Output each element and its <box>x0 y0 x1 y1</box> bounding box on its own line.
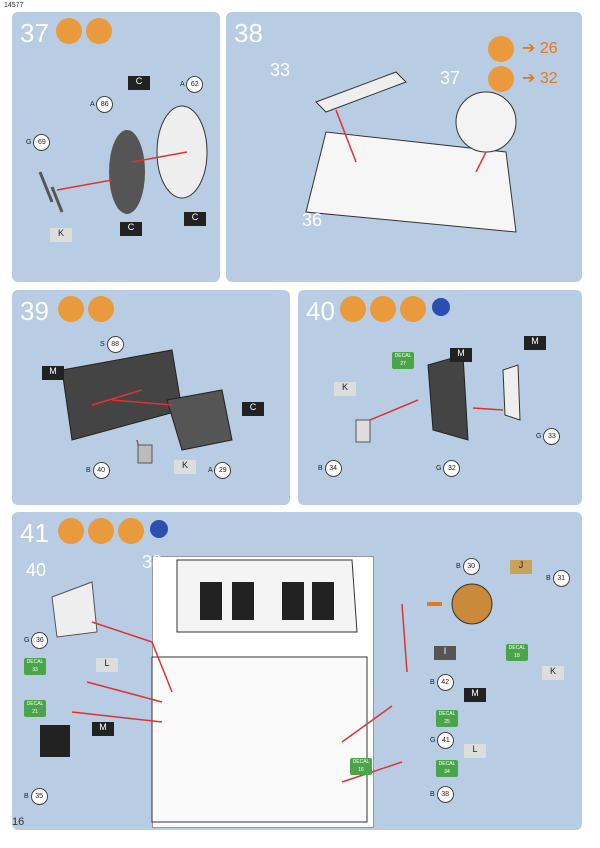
step-41-panel: 41 40 38 G 36 B 35 B 30 B 31 B 42 G 41 B… <box>12 512 582 830</box>
flag-m-2: M <box>524 336 546 350</box>
label-40: 40 <box>26 560 47 580</box>
brush-icon <box>88 296 114 322</box>
flag-c-3: C <box>184 212 206 226</box>
step-39-number: 39 <box>20 296 49 326</box>
step-37-drawing <box>38 105 208 214</box>
part-g36: G 36 <box>24 632 49 649</box>
part-a86: A 86 <box>90 96 114 113</box>
ref-icon-2 <box>488 66 514 92</box>
flag-j: J <box>510 560 532 574</box>
step-41-drawing <box>40 559 493 823</box>
step-37-number: 37 <box>20 18 49 48</box>
step-40-drawing <box>355 354 521 443</box>
label-37: 37 <box>440 68 461 88</box>
cut-icon <box>56 18 82 44</box>
glue-icon <box>432 298 450 316</box>
step-37-panel: 37 A 86 A 62 G 69 C C C K <box>12 12 220 282</box>
part-g41: G 41 <box>430 732 455 749</box>
flag-k: K <box>542 666 564 680</box>
flag-m-1: M <box>92 722 114 736</box>
step-39-panel: 39 S 88 B 40 A 29 M C K <box>12 290 290 505</box>
flag-k: K <box>174 460 196 474</box>
flag-m: M <box>42 366 64 380</box>
flag-c-2: C <box>120 222 142 236</box>
label-36: 36 <box>302 210 323 230</box>
label-33: 33 <box>270 60 291 80</box>
part-b40: B 40 <box>86 462 110 479</box>
part-b38: B 38 <box>430 786 454 803</box>
part-g33: G 33 <box>536 428 561 445</box>
part-b35: B 35 <box>24 788 48 805</box>
part-g32: G 32 <box>436 460 461 477</box>
step-38-drawing <box>305 71 517 233</box>
paint-icon <box>400 296 426 322</box>
brush-icon <box>370 296 396 322</box>
ref-icon-1 <box>488 36 514 62</box>
part-b34: B 34 <box>318 460 342 477</box>
step-39-drawing <box>61 349 233 464</box>
part-b31: B 31 <box>546 570 570 587</box>
part-a29: A 29 <box>208 462 232 479</box>
flag-l-1: L <box>96 658 118 672</box>
flag-k: K <box>334 382 356 396</box>
flag-m-2: M <box>464 688 486 702</box>
flag-l-2: L <box>464 744 486 758</box>
step-40-number: 40 <box>306 296 335 326</box>
ref-26: ➔ 26 <box>522 40 558 57</box>
step-41-number: 41 <box>20 518 49 548</box>
ref-32: ➔ 32 <box>522 70 558 87</box>
part-g69: G 69 <box>26 134 51 151</box>
part-b42: B 42 <box>430 674 454 691</box>
page-number: 16 <box>12 816 25 828</box>
part-b30: B 30 <box>456 558 480 575</box>
cut-icon <box>340 296 366 322</box>
paint-icon <box>118 518 144 544</box>
flag-m-1: M <box>450 348 472 362</box>
flag-i: I <box>434 646 456 660</box>
part-a62: A 62 <box>180 76 204 93</box>
kit-number: 14577 <box>4 2 24 9</box>
flag-c: C <box>242 402 264 416</box>
brush-icon <box>88 518 114 544</box>
part-s88: S 88 <box>100 336 124 353</box>
glue-icon <box>150 520 168 538</box>
brush-icon <box>86 18 112 44</box>
flag-c-1: C <box>128 76 150 90</box>
cut-icon <box>58 296 84 322</box>
step-38-number: 38 <box>234 18 263 48</box>
cut-icon <box>58 518 84 544</box>
flag-k: K <box>50 228 72 242</box>
label-38: 38 <box>142 552 163 572</box>
step-38-panel: 38 ➔ 26 ➔ 32 33 37 36 <box>226 12 582 282</box>
